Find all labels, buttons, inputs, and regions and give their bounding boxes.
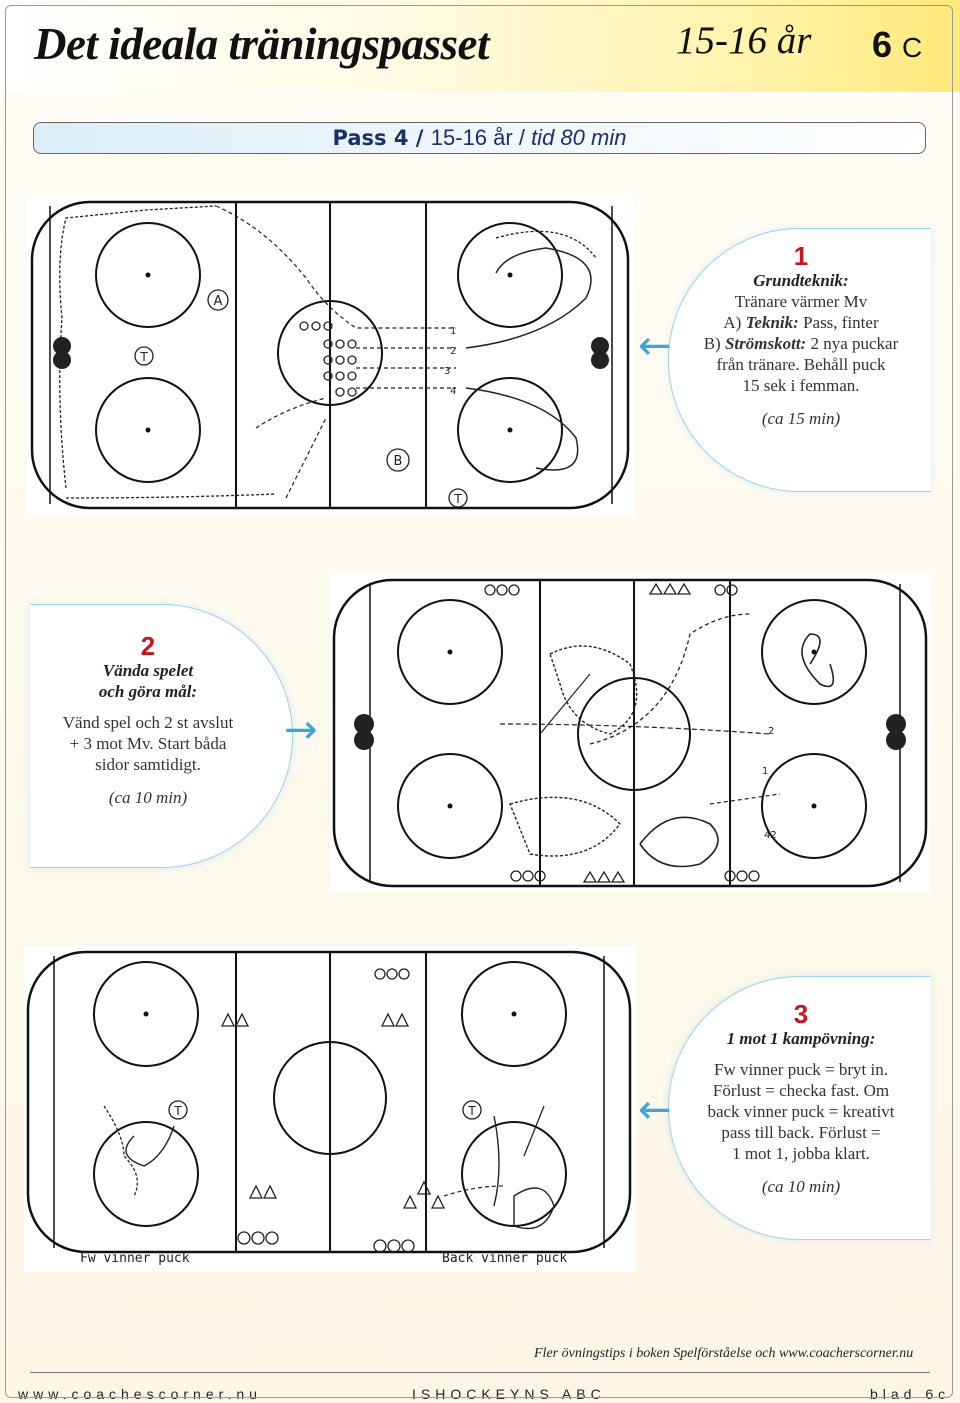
rink3-label-t: T	[173, 1104, 182, 1118]
age-group: 15-16 år	[676, 19, 812, 62]
drill-2-number: 2	[140, 631, 156, 661]
rink1-label-a: A	[214, 294, 223, 309]
drill-1-line-2: A) Teknik: Pass, finter	[676, 312, 926, 333]
arrow-left-icon: ←	[638, 1087, 672, 1133]
drill-1-duration: (ca 15 min)	[761, 409, 841, 428]
pass-sep-2: /	[512, 125, 532, 150]
goalie-icon	[354, 714, 374, 750]
drill-1-line-2-prefix: A)	[723, 313, 746, 332]
rink2-num-2: 2	[768, 726, 774, 737]
rink3-label-t2: T	[467, 1104, 476, 1118]
drill-3-line-3: back vinner puck = kreativt	[707, 1102, 895, 1121]
rink1-label-b: B	[394, 454, 403, 469]
drill-1-line-1: Tränare värmer Mv	[734, 292, 868, 311]
rink-diagram-1: A B T T 1 2 3 4	[26, 198, 634, 516]
header: Det ideala träningspasset 15-16 år 6 C	[0, 0, 960, 92]
rink1-num-4: 4	[450, 386, 456, 397]
drill-2-line-2: + 3 mot Mv. Start båda	[69, 734, 227, 753]
drill-3-line-1: Fw vinner puck = bryt in.	[714, 1060, 888, 1079]
drill-3-text: 3 1 mot 1 kampövning: Fw vinner puck = b…	[676, 1000, 926, 1197]
footer-website: www.coachescorner.nu	[18, 1386, 262, 1402]
drill-2-circle	[30, 604, 293, 868]
pass-sep-1: /	[408, 126, 431, 150]
rink1-num-3: 3	[444, 366, 450, 377]
pass-bar: Pass 4 / 15-16 år / tid 80 min	[33, 122, 926, 154]
drill-1-line-3-bold: Strömskott:	[724, 334, 807, 353]
drill-3-number: 3	[793, 999, 809, 1029]
drill-1-line-4: från tränare. Behåll puck	[716, 355, 886, 374]
sheet-code: 6 C	[872, 24, 922, 66]
drill-3-line-4: pass till back. Förlust =	[721, 1123, 881, 1142]
rink2-num-42: 42	[764, 830, 777, 841]
drill-2-line-3: sidor samtidigt.	[95, 755, 201, 774]
drill-1-line-3-rest: 2 nya puckar	[806, 334, 899, 353]
drill-3-circle	[668, 976, 931, 1240]
pass-number: Pass 4	[332, 126, 409, 150]
goalie-icon	[886, 714, 906, 750]
drill-2-heading-1: Vända spelet	[102, 661, 194, 680]
rink1-num-2: 2	[450, 346, 456, 357]
footer-tip: Fler övningstips i boken Spelförståelse …	[534, 1346, 914, 1361]
drill-1-line-3-prefix: B)	[703, 334, 725, 353]
arrow-right-icon: →	[284, 707, 318, 753]
rink-diagram-3: T T Fw vinner puck Back vinner puck	[24, 946, 636, 1272]
rink-diagram-2: 2 1 42	[330, 574, 930, 892]
rink1-label-t2: T	[453, 492, 462, 506]
page-title: Det ideala träningspasset	[34, 19, 490, 69]
pass-age: 15-16 år	[430, 125, 513, 150]
drill-3-line-5: 1 mot 1, jobba klart.	[732, 1144, 870, 1163]
rink-2-svg: 2 1 42	[332, 578, 928, 888]
drill-1-line-2-rest: Pass, finter	[798, 313, 879, 332]
drill-2-heading-2: och göra mål:	[98, 682, 198, 701]
drill-3-duration: (ca 10 min)	[761, 1177, 841, 1196]
footer-series: ISHOCKEYNS ABC	[412, 1386, 606, 1402]
footer-page: blad 6c	[870, 1386, 951, 1402]
rink-1-svg: A B T T 1 2 3 4	[30, 200, 630, 510]
sheet-code-letter: C	[902, 32, 923, 63]
pass-time: tid 80 min	[531, 125, 627, 150]
drill-2-line-1: Vänd spel och 2 st avslut	[62, 713, 234, 732]
drill-1-line-2-bold: Teknik:	[745, 313, 799, 332]
drill-1-number: 1	[793, 241, 809, 271]
rink3-label-back: Back vinner puck	[442, 1251, 567, 1266]
drill-2-duration: (ca 10 min)	[108, 788, 188, 807]
drill-2-text: 2 Vända spelet och göra mål: Vänd spel o…	[30, 632, 266, 808]
sheet-code-number: 6	[872, 24, 893, 65]
drill-1-heading: Grundteknik:	[753, 271, 849, 290]
arrow-left-icon: ←	[638, 323, 672, 369]
rink2-num-1: 1	[762, 766, 768, 777]
rink3-label-fw: Fw vinner puck	[80, 1251, 190, 1266]
drill-1-circle	[668, 228, 931, 492]
rink1-label-t: T	[139, 350, 148, 364]
goalie-icon	[53, 337, 71, 369]
drill-1-line-5: 15 sek i femman.	[742, 376, 860, 395]
drill-3-heading: 1 mot 1 kampövning:	[726, 1029, 876, 1048]
goalie-icon	[591, 337, 609, 369]
footer-divider	[30, 1372, 930, 1373]
rink1-num-1: 1	[450, 326, 456, 337]
drill-1-line-3: B) Strömskott: 2 nya puckar	[676, 333, 926, 354]
drill-3-line-2: Förlust = checka fast. Om	[712, 1081, 890, 1100]
drill-1-text: 1 Grundteknik: Tränare värmer Mv A) Tekn…	[676, 242, 926, 429]
rink-3-svg: T T Fw vinner puck Back vinner puck	[26, 950, 632, 1266]
